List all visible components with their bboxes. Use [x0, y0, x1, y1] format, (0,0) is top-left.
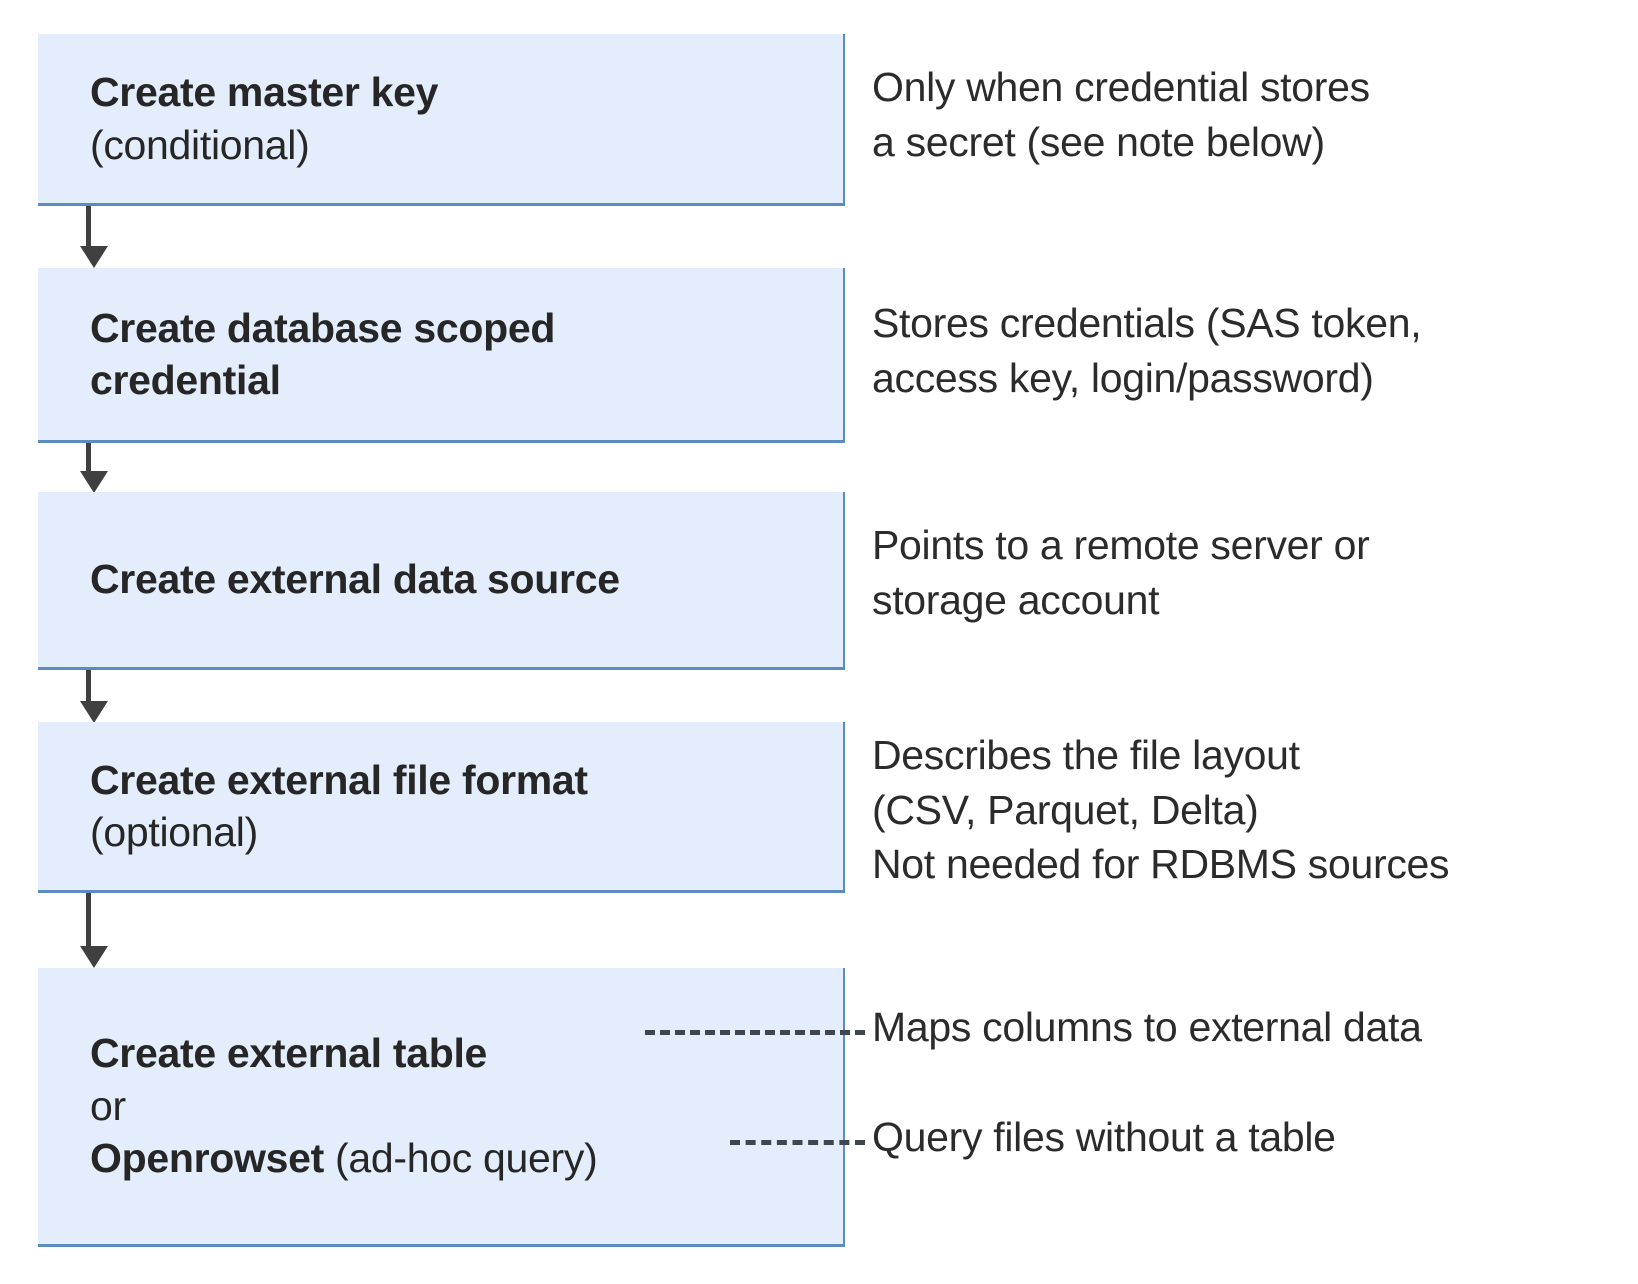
step-subtitle: (conditional): [90, 121, 310, 168]
step-title: Create database scoped: [90, 304, 556, 351]
step-box-create-external-data-source[interactable]: Create external data source: [38, 492, 845, 670]
openrowset-label: Openrowset: [90, 1135, 324, 1182]
openrowset-qualifier: (ad-hoc query): [323, 1135, 598, 1182]
note-line: Points to a remote server or: [872, 522, 1370, 568]
note-line: Not needed for RDBMS sources: [872, 841, 1450, 888]
arrow-stem: [86, 670, 91, 703]
step-box-create-master-key[interactable]: Create master key (conditional): [38, 34, 845, 206]
step-title-cont: credential: [90, 357, 281, 403]
step-title: Create external file format: [90, 756, 588, 803]
dashed-connector-openrowset: [730, 1140, 865, 1145]
step-alt-title: Openrowset (ad-hoc query): [38, 1132, 843, 1184]
note-create-external-file-format: Describes the file layout (CSV, Parquet,…: [872, 728, 1450, 892]
note-create-master-key: Only when credential stores a secret (se…: [872, 60, 1370, 169]
step-title: Create master key: [90, 69, 439, 116]
arrow-stem: [86, 206, 91, 248]
note-openrowset: Query files without a table: [872, 1114, 1336, 1160]
note-line: Only when credential stores: [872, 64, 1370, 110]
step-box-create-external-table-or-openrowset[interactable]: Create external table or Openrowset (ad-…: [38, 968, 845, 1247]
note-create-database-scoped-credential: Stores credentials (SAS token, access ke…: [872, 296, 1422, 405]
note-line: (CSV, Parquet, Delta): [872, 786, 1259, 833]
arrow-head: [80, 946, 108, 968]
dashed-connector-external-table: [645, 1030, 865, 1035]
note-create-external-data-source: Points to a remote server or storage acc…: [872, 518, 1370, 627]
step-title: Create external table: [90, 1030, 488, 1077]
step-box-create-external-file-format[interactable]: Create external file format (optional): [38, 722, 845, 893]
note-line: storage account: [872, 576, 1160, 623]
note-line: a secret (see note below): [872, 118, 1325, 165]
step-or-label: or: [90, 1082, 126, 1129]
step-subtitle: (optional): [90, 809, 258, 855]
note-line: Describes the file layout: [872, 732, 1300, 778]
step-title: Create external data source: [90, 556, 620, 603]
note-line: Stores credentials (SAS token,: [872, 300, 1422, 346]
arrow-head: [80, 471, 108, 493]
step-box-create-database-scoped-credential[interactable]: Create database scoped credential: [38, 268, 845, 443]
note-line: access key, login/password): [872, 354, 1374, 401]
arrow-stem: [86, 443, 91, 473]
arrow-head: [80, 246, 108, 268]
note-create-external-table: Maps columns to external data: [872, 1004, 1422, 1050]
arrow-head: [80, 701, 108, 723]
arrow-stem: [86, 893, 91, 948]
